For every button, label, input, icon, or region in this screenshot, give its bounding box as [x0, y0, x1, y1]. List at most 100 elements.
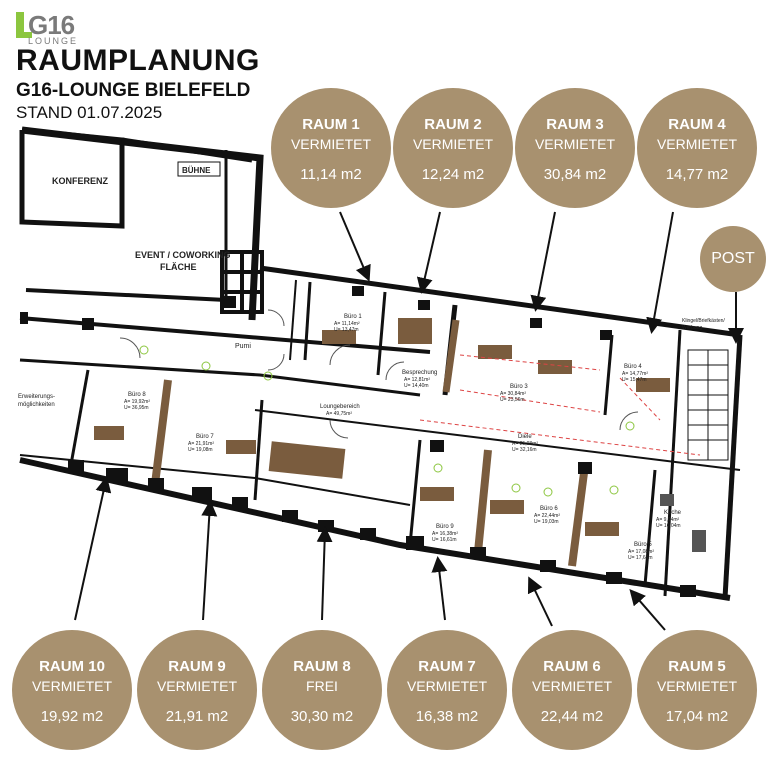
arrow-raum-2: [416, 211, 441, 294]
label-erweiterung-1: Erweiterungs-: [18, 394, 55, 400]
room-name: RAUM 10: [39, 658, 105, 675]
room-area: 30,84 m2: [543, 166, 607, 183]
room-status: VERMIETET: [656, 136, 738, 152]
label-event-2: FLÄCHE: [160, 262, 197, 272]
room-circle-raum-8: RAUM 8 FREI 30,30 m2: [262, 630, 382, 750]
label-kueche-u: U= 16,04m: [656, 523, 681, 529]
buehne-box: [177, 161, 221, 177]
room-circle-raum-1: RAUM 1 VERMIETET 11,14 m2: [271, 88, 391, 208]
arrow-raum-7: [431, 556, 448, 621]
room-area: 12,24 m2: [421, 166, 485, 183]
room-name: RAUM 9: [168, 658, 226, 675]
label-buero5-u: U= 17,66m: [628, 555, 653, 561]
label-diele: Diele: [518, 434, 532, 440]
room-name: RAUM 6: [543, 658, 601, 675]
logo-bar: [16, 12, 24, 38]
room-circle-raum-6: RAUM 6 VERMIETET 22,44 m2: [512, 630, 632, 750]
label-buero9-a: A= 16,38m²: [432, 531, 458, 537]
date-stand: STAND 01.07.2025: [16, 103, 163, 122]
arrow-raum-9: [201, 500, 218, 621]
room-name: RAUM 1: [302, 116, 360, 133]
label-besprechung-u: U= 14,40m: [404, 383, 429, 389]
room-status: VERMIETET: [412, 136, 494, 152]
logo-mark: G16: [28, 10, 75, 40]
arrow-raum-1: [339, 211, 371, 282]
markers: [139, 345, 635, 497]
label-buero1-a: A= 11,14m²: [334, 321, 360, 327]
label-buero8: Büro 8: [128, 392, 146, 398]
room-area: 17,04 m2: [665, 708, 729, 725]
label-buero6-a: A= 22,44m²: [534, 513, 560, 519]
label-buero7-u: U= 19,08m: [188, 447, 213, 453]
label-lounge-a: A= 49,75m²: [326, 411, 352, 417]
dashed-lines: [419, 354, 701, 456]
label-buero9: Büro 9: [436, 524, 454, 530]
arrow-raum-8: [316, 526, 333, 621]
doors: [119, 309, 639, 439]
arrows: [74, 211, 744, 631]
room-status: VERMIETET: [406, 678, 488, 694]
label-diele-a: A= 25,98m²: [512, 441, 538, 447]
room-name: RAUM 7: [418, 658, 476, 675]
label-buehne: BÜHNE: [182, 166, 211, 175]
label-kueche: Küche: [664, 510, 682, 516]
room-area: 30,30 m2: [290, 708, 354, 725]
plan-labels: KONFERENZ BÜHNE EVENT / COWORKING FLÄCHE…: [18, 166, 725, 561]
room-area: 22,44 m2: [540, 708, 604, 725]
logo-bar-foot: [16, 32, 32, 38]
room-status: VERMIETET: [31, 678, 113, 694]
room-status: VERMIETET: [531, 678, 613, 694]
room-status: VERMIETET: [290, 136, 372, 152]
post-badge: POST: [700, 226, 766, 292]
arrow-raum-4: [646, 211, 674, 334]
label-buero1: Büro 1: [344, 314, 362, 320]
label-buero3-u: U= 23,56m: [500, 397, 525, 403]
label-besprechung-a: A= 12,81m²: [404, 377, 430, 383]
label-diele-u: U= 32,16m: [512, 447, 537, 453]
label-buero3-a: A= 30,84m²: [500, 391, 526, 397]
room-circle-raum-4: RAUM 4 VERMIETET 14,77 m2: [637, 88, 757, 208]
logo: G16 LOUNGE: [14, 10, 94, 46]
label-buero3: Büro 3: [510, 384, 528, 390]
page-subtitle: G16-LOUNGE BIELEFELD: [16, 80, 251, 101]
stairs: [220, 250, 264, 314]
room-area: 21,91 m2: [165, 708, 229, 725]
room-status: VERMIETET: [656, 678, 738, 694]
room-circle-raum-3: RAUM 3 VERMIETET 30,84 m2: [515, 88, 635, 208]
room-area: 16,38 m2: [415, 708, 479, 725]
room-name: RAUM 2: [424, 116, 482, 133]
label-buero7: Büro 7: [196, 434, 214, 440]
room-area: 14,77 m2: [665, 166, 729, 183]
label-klingel-2: Werbung: [682, 325, 702, 331]
label-event-1: EVENT / COWORKING: [135, 250, 231, 260]
room-circle-raum-7: RAUM 7 VERMIETET 16,38 m2: [387, 630, 507, 750]
label-buero5-a: A= 17,08m²: [628, 549, 654, 555]
logo-sub: LOUNGE: [28, 36, 79, 46]
arrow-raum-5: [629, 588, 666, 631]
label-kueche-a: A= 9,94m²: [656, 517, 680, 523]
room-status: VERMIETET: [534, 136, 616, 152]
room-status: FREI: [306, 678, 338, 694]
room-area: 11,14 m2: [300, 166, 362, 183]
label-buero5: Büro 5: [634, 542, 652, 548]
room-name: RAUM 4: [668, 116, 726, 133]
room-area: 19,92 m2: [40, 708, 104, 725]
label-konferenz: KONFERENZ: [52, 176, 109, 186]
room-circle-raum-10: RAUM 10 VERMIETET 19,92 m2: [12, 630, 132, 750]
room-name: RAUM 5: [668, 658, 726, 675]
room-circle-raum-5: RAUM 5 VERMIETET 17,04 m2: [637, 630, 757, 750]
label-buero4-a: A= 14,77m²: [622, 371, 648, 377]
page-title: RAUMPLANUNG: [16, 44, 260, 77]
label-besprechung: Besprechung: [402, 370, 437, 376]
room-status: VERMIETET: [156, 678, 238, 694]
room-circle-raum-9: RAUM 9 VERMIETET 21,91 m2: [137, 630, 257, 750]
label-erweiterung-2: möglichkeiten: [18, 402, 55, 408]
label-buero4-u: U= 15,47m: [622, 377, 647, 383]
label-buero4: Büro 4: [624, 364, 642, 370]
room-name: RAUM 3: [546, 116, 604, 133]
desks: [94, 318, 706, 552]
wall-posts: [20, 286, 696, 597]
label-pumi: Pumi: [235, 343, 251, 350]
post-label: POST: [711, 250, 755, 267]
